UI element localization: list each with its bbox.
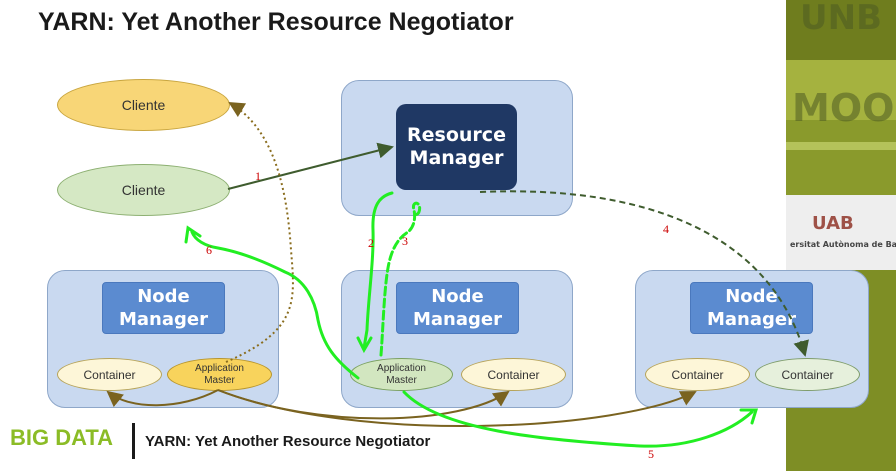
footer-separator — [132, 423, 135, 459]
node-manager-box-3: Node Manager — [690, 282, 813, 334]
client-1: Cliente — [57, 79, 230, 131]
node1-am-label-1: Application — [195, 362, 244, 374]
node-manager-label-3b: Manager — [707, 309, 796, 330]
step-number-2: 2 — [368, 236, 374, 250]
node2-container-label: Container — [487, 367, 540, 382]
node-manager-label-1a: Node — [137, 286, 190, 307]
webcam-band-top — [786, 0, 896, 60]
step-number-3: 3 — [402, 234, 408, 248]
node1-application-master: Application Master — [167, 358, 272, 391]
resource-manager-box: Resource Manager — [396, 104, 517, 190]
webcam-text-2: MOO — [792, 86, 895, 130]
resource-manager-label-1: Resource — [407, 124, 506, 146]
step-number-5: 5 — [648, 447, 654, 461]
webcam-stripe — [786, 142, 896, 150]
node-manager-label-3a: Node — [725, 286, 778, 307]
step-number-1: 1 — [255, 169, 261, 183]
node3-container-2: Container — [755, 358, 860, 391]
resource-manager-label-2: Manager — [409, 147, 504, 169]
node2-application-master: Application Master — [350, 358, 453, 391]
step-number-4: 4 — [663, 222, 669, 236]
node3-container-2-label: Container — [781, 367, 834, 382]
node1-am-label-2: Master — [204, 374, 235, 386]
step-number-6: 6 — [206, 243, 212, 257]
big-data-logo: BIG DATA — [10, 425, 114, 450]
node2-container: Container — [461, 358, 566, 391]
node-manager-box-1: Node Manager — [102, 282, 225, 334]
client-2: Cliente — [57, 164, 230, 216]
node-manager-label-2b: Manager — [413, 309, 502, 330]
node-manager-label-1b: Manager — [119, 309, 208, 330]
slide-title: YARN: Yet Another Resource Negotiator — [38, 8, 514, 36]
client-2-label: Cliente — [121, 182, 166, 198]
webcam-text-3: UAB — [812, 213, 854, 234]
node2-am-label-2: Master — [386, 374, 417, 386]
node-manager-box-2: Node Manager — [396, 282, 519, 334]
node1-container: Container — [57, 358, 162, 391]
client-1-label: Cliente — [121, 97, 166, 113]
node3-container-1: Container — [645, 358, 750, 391]
webcam-text-4: ersitat Autònoma de Barcelo — [790, 240, 896, 249]
webcam-band-mid — [786, 60, 896, 120]
node2-am-label-1: Application — [377, 362, 426, 374]
node-manager-label-2a: Node — [431, 286, 484, 307]
footer-title: YARN: Yet Another Resource Negotiator — [145, 433, 431, 450]
webcam-text-1: UNB — [800, 0, 882, 38]
node3-container-1-label: Container — [671, 367, 724, 382]
node1-container-label: Container — [83, 367, 136, 382]
